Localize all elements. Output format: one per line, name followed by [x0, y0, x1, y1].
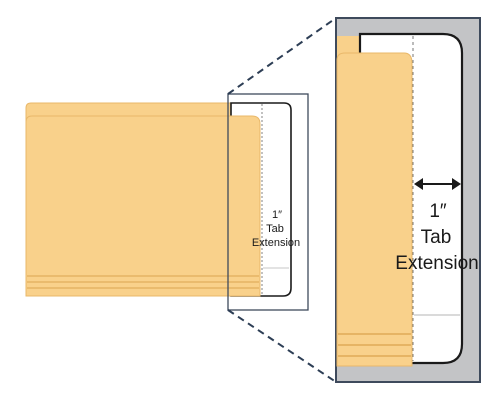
- tab-width-arrow: [414, 178, 461, 190]
- front-folder: [25, 115, 261, 297]
- small-folder-stripes: [27, 275, 259, 289]
- zoom-tab-label: Tab: [421, 227, 452, 248]
- small-measure-label: 1″: [272, 209, 282, 221]
- zoomed-view: 1″ Tab Extension: [335, 17, 481, 383]
- zoom-folder-stripes: [338, 333, 411, 357]
- zoom-front-folder: [336, 52, 413, 367]
- small-folder-view: 1″ Tab Extension: [25, 93, 309, 311]
- callout-lines: [227, 17, 337, 383]
- zoom-measure-label: 1″: [429, 201, 447, 222]
- zoom-selection-box: [227, 93, 309, 311]
- zoom-extension-label: Extension: [395, 253, 478, 274]
- small-extension-label: Extension: [252, 237, 300, 249]
- small-tab-label: Tab: [266, 223, 284, 235]
